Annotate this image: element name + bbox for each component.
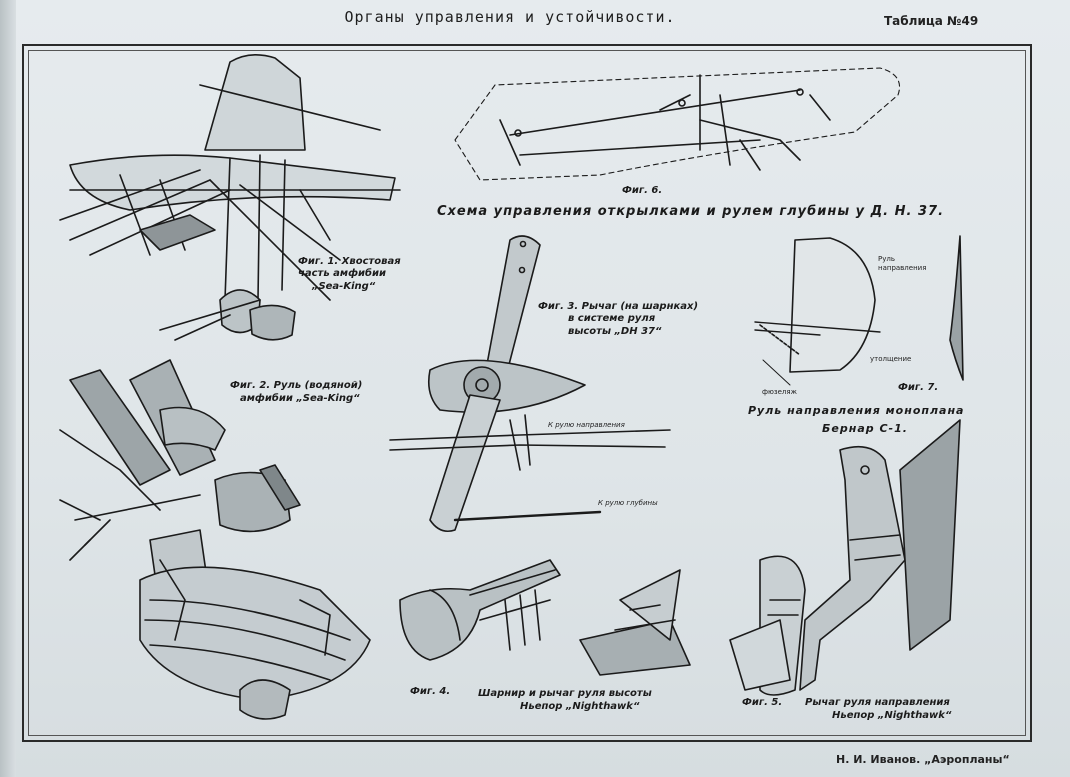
fig1-tail-drawing (59, 54, 401, 341)
fig7-caption-number: Фиг. 7. (898, 382, 939, 393)
fig3-lever-drawing (389, 235, 671, 533)
fig7-rudder-drawing (754, 235, 964, 386)
fig6-title: Схема управления открылками и рулем глуб… (437, 204, 945, 219)
fig4-caption-line2: Ньепор „Nighthawk“ (520, 701, 640, 712)
plate-frame (22, 44, 1032, 742)
page-fold (0, 0, 16, 777)
fig7-label-rudder-line1: Руль (878, 255, 895, 263)
fig4-hinge-drawing (399, 559, 691, 676)
fig5-caption-line2: Ньепор „Nighthawk“ (832, 710, 952, 721)
fig7-label-thickening: утолщение (870, 355, 912, 363)
fig7-title-line1: Руль направления моноплана (748, 404, 965, 417)
fig6-scheme-drawing (454, 67, 901, 181)
footer-credit: Н. И. Иванов. „Аэропланы“ (836, 753, 1010, 766)
fig1-caption-line2: часть амфибии (298, 268, 386, 279)
fig3-label-to-elevator: К рулю глубины (598, 499, 658, 507)
fig1-caption-line1: Фиг. 1. Хвостовая (298, 256, 401, 267)
fig2-caption-line2: амфибии „Sea-King“ (240, 393, 360, 404)
fig3-caption-line2: в системе руля (568, 313, 656, 324)
fig2-water-rudder-drawing (59, 359, 371, 720)
fig1-caption-line3: „Sea-King“ (312, 281, 376, 292)
fig7-title-line2: Бернар С-1. (822, 422, 908, 435)
fig3-label-to-rudder: К рулю направления (548, 421, 625, 429)
fig2-caption-line1: Фиг. 2. Руль (водяной) (230, 380, 363, 391)
fig7-label-fuselage: фюзеляж (762, 388, 797, 396)
fig4-caption-line1: Шарнир и рычаг руля высоты (478, 688, 652, 699)
table-number: Таблица №49 (884, 14, 979, 28)
page-title: Органы управления и устойчивости. (344, 8, 676, 26)
fig5-caption-number: Фиг. 5. (742, 697, 783, 708)
plate-inner-frame (28, 50, 1026, 736)
fig7-label-rudder-line2: направления (878, 264, 927, 272)
fig6-caption-number: Фиг. 6. (622, 185, 663, 196)
fig3-caption-line3: высоты „DH 37“ (568, 326, 662, 337)
fig4-caption-number: Фиг. 4. (410, 686, 451, 697)
fig3-caption-line1: Фиг. 3. Рычаг (на шарнках) (538, 301, 699, 312)
fig5-caption-line1: Рычаг руля направления (805, 697, 950, 708)
fig5-lever-drawing (729, 419, 961, 696)
